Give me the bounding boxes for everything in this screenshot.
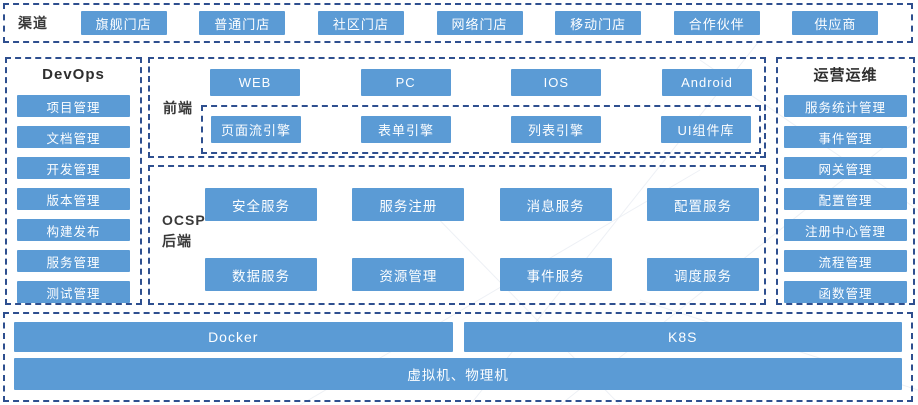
devops-block: 项目管理 <box>17 95 130 117</box>
frontend-client-block: WEB <box>210 69 300 96</box>
frontend-engine-block: UI组件库 <box>661 116 751 143</box>
devops-section: DevOps 项目管理 文档管理 开发管理 版本管理 构建发布 服务管理 测试管… <box>5 57 142 305</box>
devops-block: 版本管理 <box>17 188 130 210</box>
docker-block: Docker <box>14 322 453 352</box>
backend-row: 安全服务 服务注册 消息服务 配置服务 <box>202 188 762 221</box>
channel-block: 旗舰门店 <box>80 11 167 35</box>
backend-service-block: 资源管理 <box>352 258 465 291</box>
channel-block: 合作伙伴 <box>673 11 760 35</box>
channel-block: 普通门店 <box>199 11 286 35</box>
backend-label: OCSP 后端 <box>162 210 206 252</box>
operations-block: 事件管理 <box>784 126 907 148</box>
frontend-section: 前端 WEB PC IOS Android 页面流引擎 表单引擎 列表引擎 UI… <box>148 57 766 158</box>
channel-section: 渠道 旗舰门店 普通门店 社区门店 网络门店 移动门店 合作伙伴 供应商 <box>3 3 913 43</box>
frontend-engine-group: 页面流引擎 表单引擎 列表引擎 UI组件库 <box>201 105 761 154</box>
backend-service-block: 配置服务 <box>646 188 759 221</box>
devops-title: DevOps <box>42 66 105 83</box>
backend-row: 数据服务 资源管理 事件服务 调度服务 <box>202 258 762 291</box>
backend-service-block: 调度服务 <box>646 258 759 291</box>
devops-block: 服务管理 <box>17 250 130 272</box>
channel-block: 供应商 <box>792 11 879 35</box>
backend-service-block: 安全服务 <box>205 188 317 221</box>
channel-block: 网络门店 <box>436 11 523 35</box>
backend-label-line2: 后端 <box>162 233 192 249</box>
backend-label-line1: OCSP <box>162 212 206 228</box>
backend-service-block: 消息服务 <box>499 188 612 221</box>
backend-service-block: 服务注册 <box>352 188 465 221</box>
infrastructure-section: Docker K8S 虚拟机、物理机 <box>3 312 913 402</box>
frontend-client-block: PC <box>360 69 451 96</box>
operations-block: 配置管理 <box>784 188 907 210</box>
channel-block: 社区门店 <box>317 11 404 35</box>
operations-block: 注册中心管理 <box>784 219 907 241</box>
frontend-clients-row: WEB PC IOS Android <box>202 69 760 96</box>
operations-block: 网关管理 <box>784 157 907 179</box>
frontend-engine-block: 页面流引擎 <box>211 116 301 143</box>
backend-service-block: 数据服务 <box>205 258 317 291</box>
k8s-block: K8S <box>463 322 902 352</box>
devops-block: 构建发布 <box>17 219 130 241</box>
frontend-client-block: IOS <box>511 69 602 96</box>
backend-rows: 安全服务 服务注册 消息服务 配置服务 数据服务 资源管理 事件服务 调度服务 <box>202 188 762 291</box>
operations-block: 函数管理 <box>784 281 907 303</box>
channel-block: 移动门店 <box>555 11 642 35</box>
channel-items: 旗舰门店 普通门店 社区门店 网络门店 移动门店 合作伙伴 供应商 <box>48 11 911 35</box>
frontend-label: 前端 <box>163 100 193 116</box>
frontend-engine-block: 列表引擎 <box>511 116 601 143</box>
channel-label: 渠道 <box>18 15 48 31</box>
vm-physical-block: 虚拟机、物理机 <box>14 358 902 390</box>
operations-section: 运营运维 服务统计管理 事件管理 网关管理 配置管理 注册中心管理 流程管理 函… <box>776 57 915 305</box>
operations-block: 服务统计管理 <box>784 95 907 117</box>
operations-block: 流程管理 <box>784 250 907 272</box>
frontend-client-block: Android <box>661 69 752 96</box>
frontend-engine-block: 表单引擎 <box>361 116 451 143</box>
devops-block: 测试管理 <box>17 281 130 303</box>
infrastructure-row: Docker K8S <box>14 322 902 352</box>
backend-section: OCSP 后端 安全服务 服务注册 消息服务 配置服务 数据服务 资源管理 事件… <box>148 165 766 305</box>
backend-service-block: 事件服务 <box>499 258 612 291</box>
operations-title: 运营运维 <box>813 67 878 84</box>
devops-block: 开发管理 <box>17 157 130 179</box>
devops-block: 文档管理 <box>17 126 130 148</box>
